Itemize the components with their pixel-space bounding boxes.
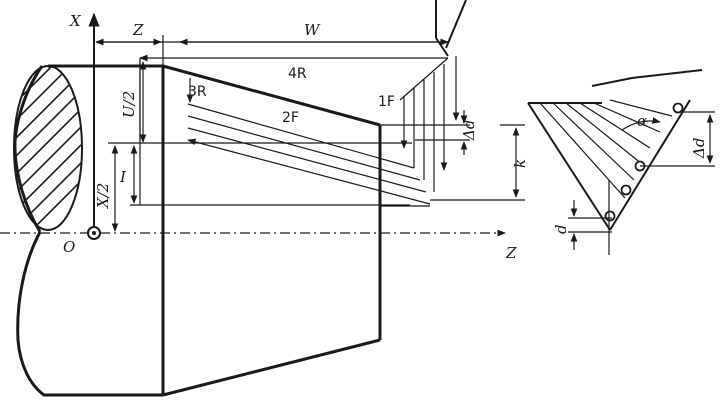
dim-w-label: W xyxy=(304,21,321,39)
origin-label: O xyxy=(63,238,75,256)
x-axis-label: X xyxy=(69,12,82,30)
cutting-tool xyxy=(435,0,467,57)
thread-profile-detail: α Δd d xyxy=(527,69,715,255)
pass-2f-label: 2F xyxy=(282,110,299,126)
dim-k-label: k xyxy=(511,159,529,168)
pass-1f-label: 1F xyxy=(378,94,395,110)
workpiece xyxy=(13,64,382,397)
dim-i-label: I xyxy=(119,168,127,186)
vertical-dimensions-left: U/2 X/2 I xyxy=(94,60,412,232)
pass-3r-label: 3R xyxy=(188,84,207,100)
detail-d-label: d xyxy=(552,224,570,234)
z-axis-label: Z xyxy=(505,244,517,262)
dim-delta-d-label: Δd xyxy=(460,120,478,141)
dim-x2-label: X/2 xyxy=(94,183,112,209)
vertical-dimensions-right: Δd k xyxy=(380,110,529,201)
detail-delta-d-label: Δd xyxy=(690,138,708,159)
top-dimensions: Z W xyxy=(95,21,449,66)
dim-u2-label: U/2 xyxy=(120,91,138,118)
section-ellipse xyxy=(13,65,83,231)
pass-4r-label: 4R xyxy=(288,66,307,82)
angle-alpha-label: α xyxy=(637,112,647,130)
tool-path: 4R 3R 2F 1F xyxy=(139,54,460,207)
dim-z-label: Z xyxy=(132,21,144,39)
axes: X Z O xyxy=(0,12,517,262)
